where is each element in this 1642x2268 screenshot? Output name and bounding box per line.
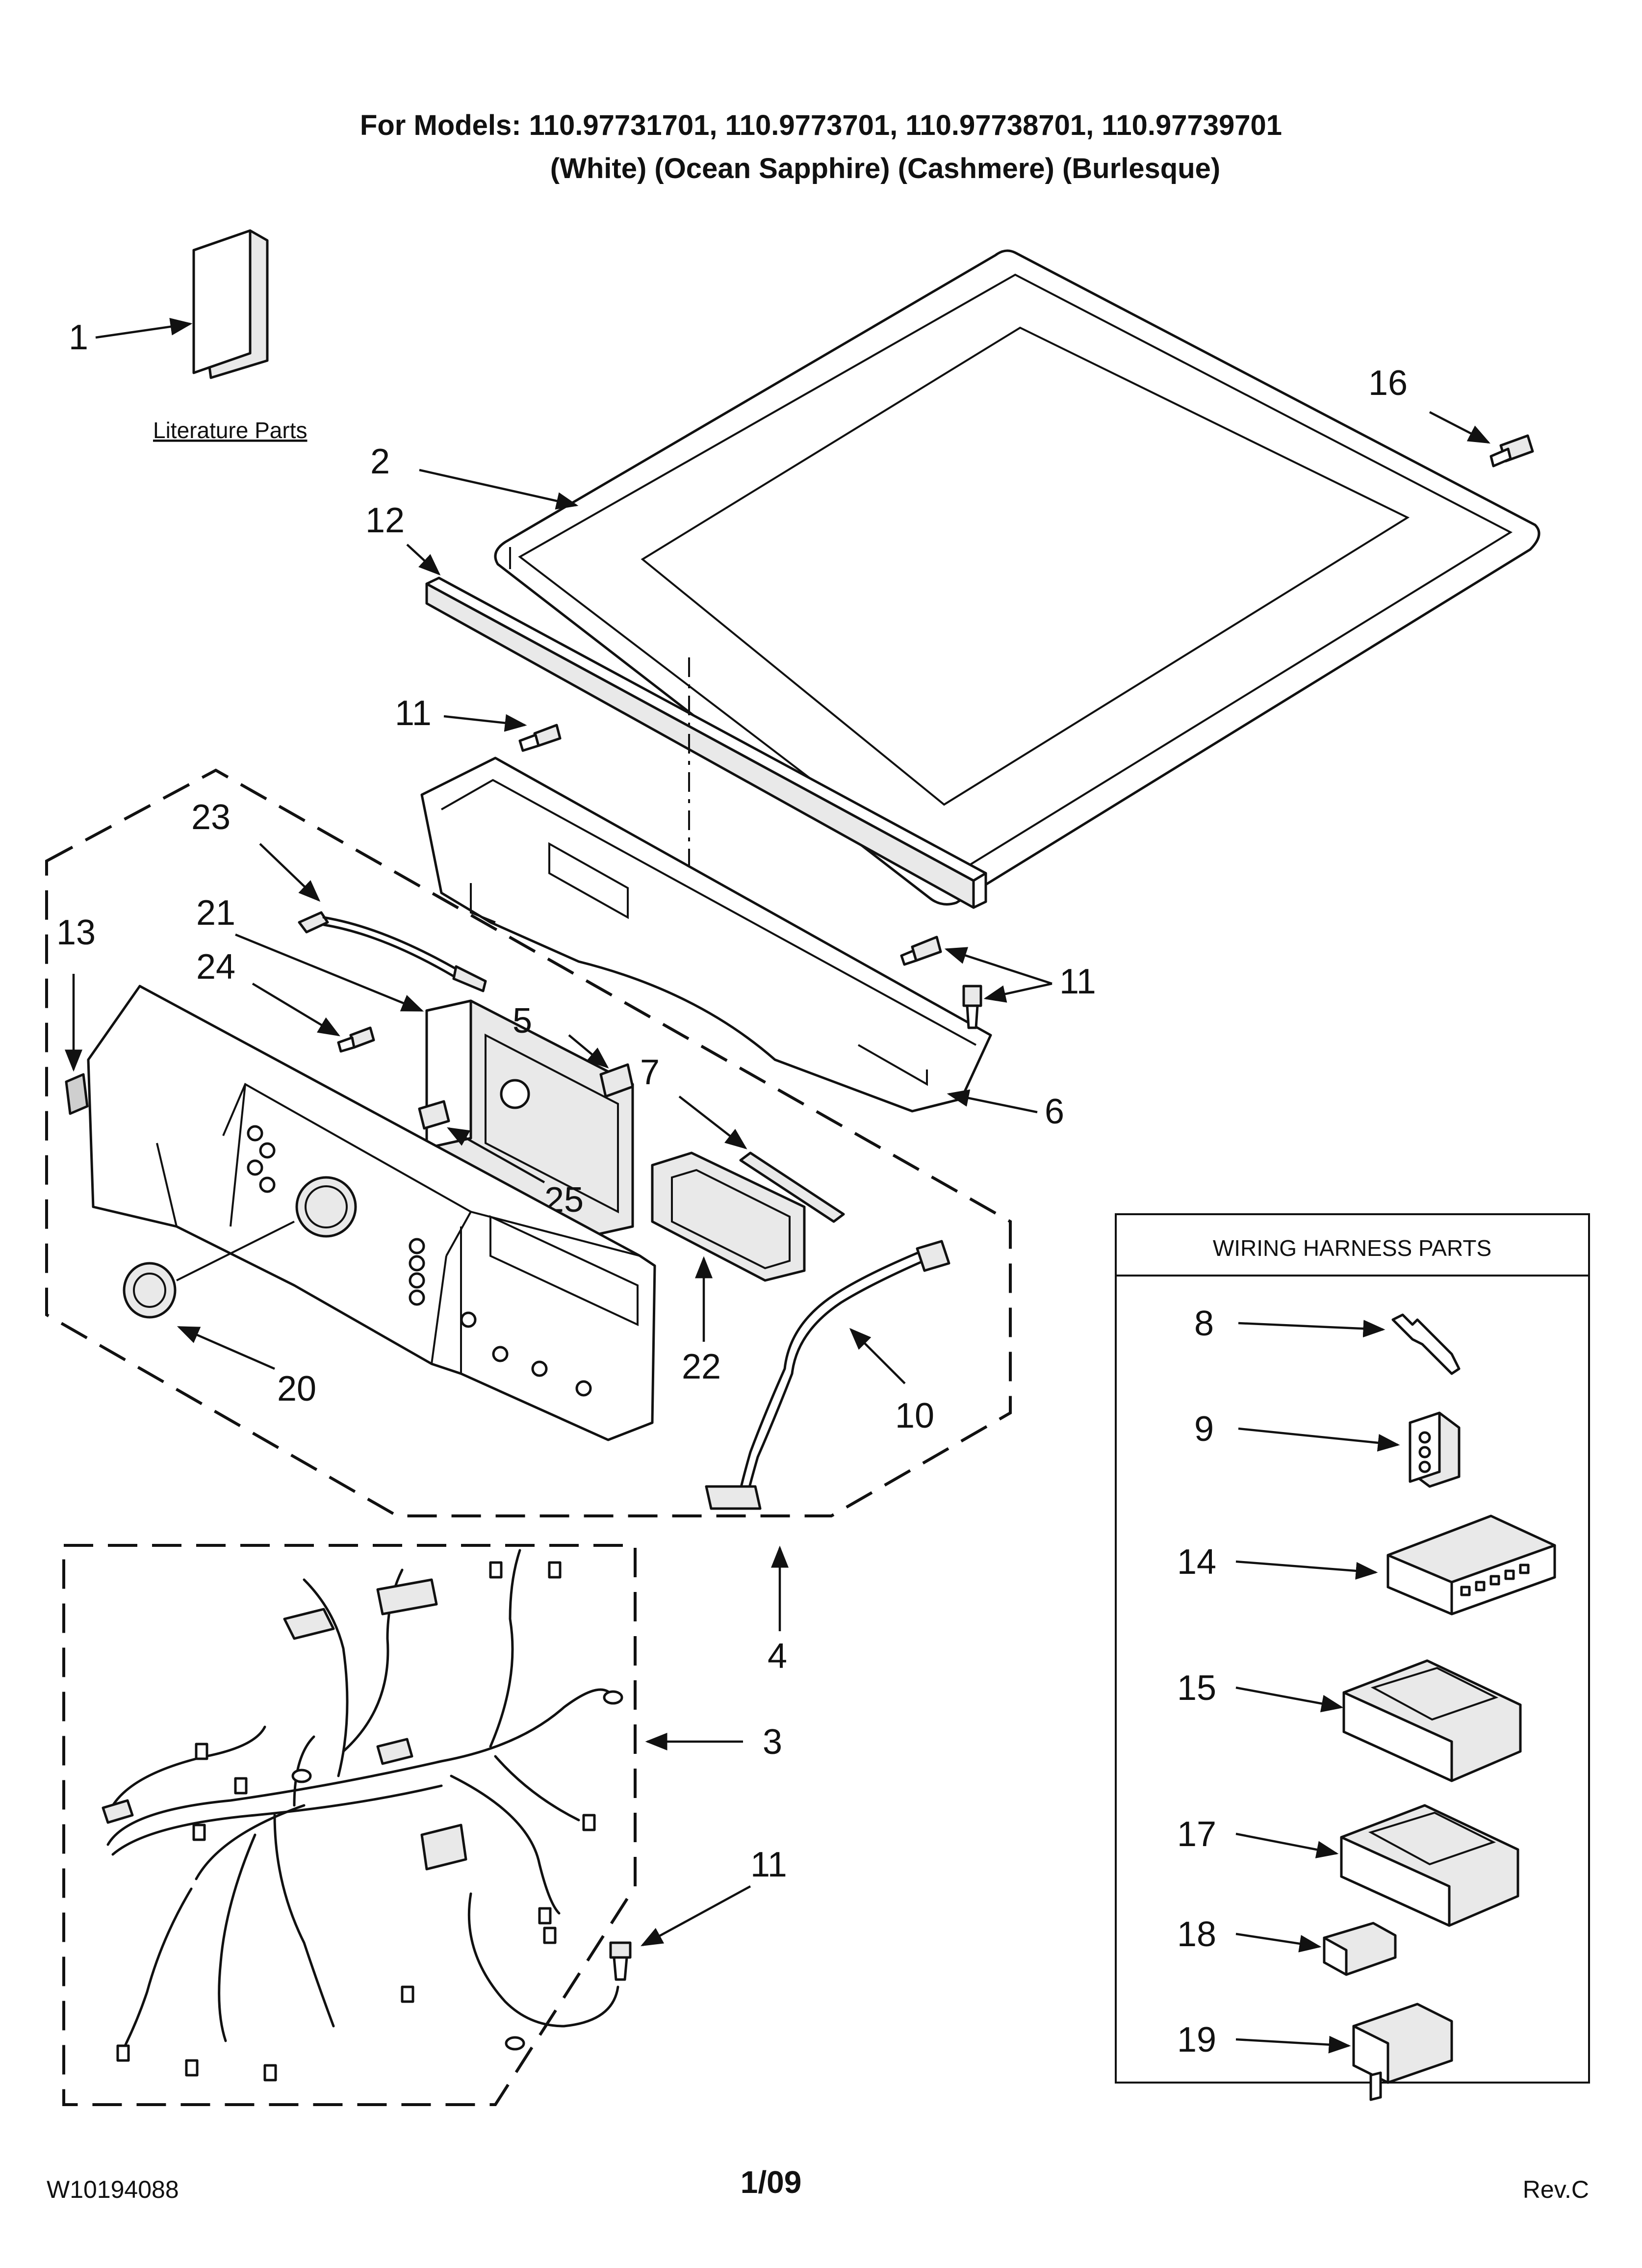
callout-5: 5: [513, 1001, 532, 1041]
literature-parts-label: Literature Parts: [153, 417, 307, 443]
connector-14: [1386, 1514, 1556, 1616]
colors-subtitle: (White) (Ocean Sapphire) (Cashmere) (Bur…: [550, 153, 1220, 184]
terminal-8: [1391, 1313, 1461, 1375]
top-panel: [494, 249, 1540, 906]
sensor-5: [599, 1063, 634, 1098]
callout-18: 18: [1177, 1915, 1216, 1954]
callout-13: 13: [56, 913, 96, 952]
cable-strap-7: [739, 1151, 845, 1223]
models-title: For Models: 110.97731701, 110.9773701, 1…: [360, 109, 1282, 141]
callout-15: 15: [1177, 1668, 1216, 1708]
fascia-buttons: [247, 1125, 592, 1397]
housing-22: [651, 1151, 806, 1282]
harness-23: [298, 911, 487, 992]
screw-16: [1489, 434, 1534, 468]
screw-11-upper: [518, 724, 562, 752]
screw-11-right-a: [900, 936, 942, 966]
callout-9: 9: [1194, 1409, 1214, 1449]
literature-booklet: [192, 229, 269, 379]
trim-strip-12: [425, 576, 987, 909]
callout-11-right: 11: [1059, 962, 1096, 1001]
callout-12: 12: [365, 501, 405, 540]
callout-7: 7: [640, 1053, 660, 1092]
connector-17: [1340, 1804, 1519, 1927]
callout-16: 16: [1368, 364, 1408, 403]
callout-2: 2: [370, 442, 390, 481]
screw-11-right-b: [962, 985, 982, 1029]
callout-11-lower: 11: [750, 1845, 787, 1884]
callout-17: 17: [1177, 1815, 1216, 1854]
callout-19: 19: [1177, 2020, 1216, 2059]
callout-23: 23: [191, 798, 231, 837]
callout-4: 4: [768, 1637, 787, 1676]
connector-19: [1352, 2003, 1453, 2101]
button-13: [65, 1073, 89, 1115]
wiring-harness-parts-box: [1115, 1213, 1590, 2084]
callout-8: 8: [1194, 1304, 1214, 1343]
callout-6: 6: [1045, 1092, 1064, 1131]
connector-15: [1342, 1659, 1522, 1782]
console-bracket-6: [420, 756, 992, 1113]
callout-10: 10: [895, 1396, 934, 1435]
callout-22: 22: [682, 1347, 721, 1386]
clip-25: [418, 1100, 450, 1130]
callout-11-upper: 11: [395, 694, 432, 733]
callout-20: 20: [277, 1369, 316, 1408]
wiring-box-title: WIRING HARNESS PARTS: [1213, 1235, 1491, 1261]
screw-11-lower: [609, 1941, 632, 1981]
callout-3: 3: [763, 1722, 782, 1762]
main-harness-outline: [62, 1544, 637, 2106]
knob-20: [123, 1262, 177, 1319]
callout-21: 21: [196, 893, 235, 933]
callout-14: 14: [1177, 1542, 1216, 1582]
screw-24: [337, 1026, 375, 1053]
connector-18: [1323, 1922, 1397, 1976]
main-harness-3: [102, 1549, 623, 2082]
connector-9: [1409, 1411, 1461, 1488]
control-assembly-outline: [45, 768, 1012, 1517]
console-fascia: [87, 985, 656, 1441]
callout-1: 1: [69, 318, 88, 357]
date-code: 1/09: [741, 2164, 802, 2200]
harness-10: [705, 1240, 950, 1510]
callout-24: 24: [196, 947, 235, 987]
revision: Rev.C: [1523, 2176, 1589, 2203]
document-number: W10194088: [47, 2176, 179, 2203]
